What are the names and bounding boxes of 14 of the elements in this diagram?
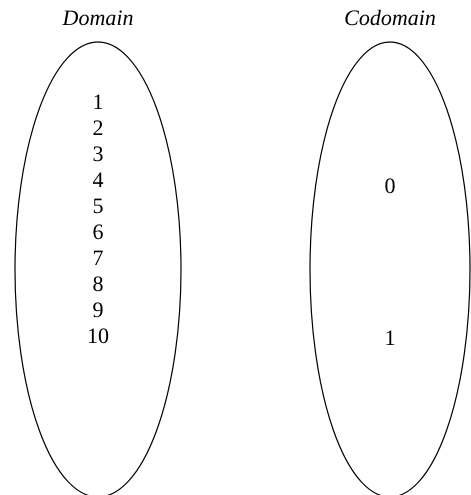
- set-element: 7: [92, 246, 104, 270]
- set-heading: Domain: [62, 6, 134, 30]
- set-element: 1: [384, 326, 396, 350]
- set-element: 5: [92, 194, 104, 218]
- set-element: 0: [384, 174, 396, 198]
- set-element: 1: [92, 90, 104, 114]
- set-element: 10: [87, 324, 109, 348]
- set-heading: Codomain: [344, 6, 436, 30]
- set-element: 2: [92, 116, 104, 140]
- set-element: 4: [92, 168, 104, 192]
- set-element: 3: [92, 142, 104, 166]
- set-element: 9: [92, 298, 104, 322]
- set-element: 6: [92, 220, 104, 244]
- set-element: 8: [92, 272, 104, 296]
